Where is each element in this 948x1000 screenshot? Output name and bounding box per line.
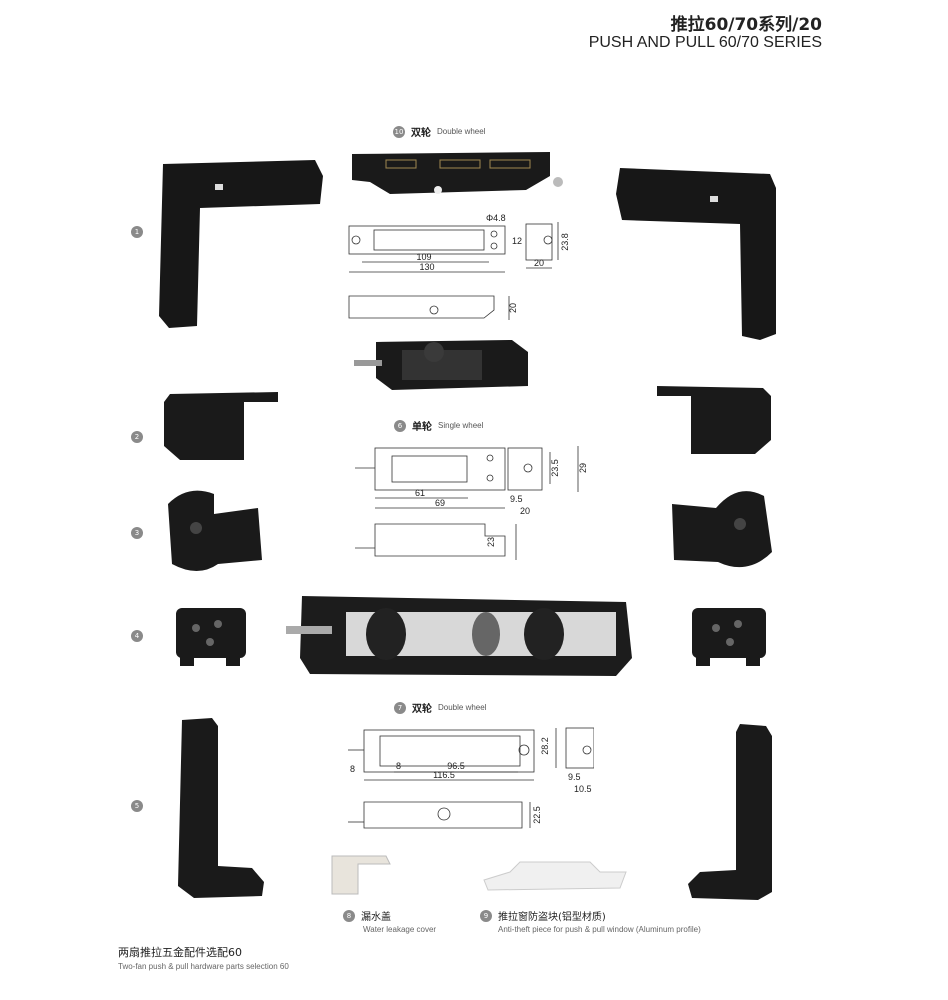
guide-block-left-image <box>168 490 262 571</box>
section-10-title-cn: 双轮 <box>411 128 431 139</box>
dim-7-8a: 8 <box>350 764 355 774</box>
anti-theft-piece-image <box>483 861 627 891</box>
section-6-label: 6 单轮 Single wheel <box>394 418 483 433</box>
dim-7-22-5: 22.5 <box>532 806 542 824</box>
section-7-number: 7 <box>394 701 406 714</box>
dim-7-28-2: 28.2 <box>540 737 550 755</box>
section-7-label: 7 双轮 Double wheel <box>394 700 486 715</box>
dim-10-130: 130 <box>419 262 434 272</box>
corner-bracket-left-image <box>159 160 323 328</box>
section-10-label: 10 双轮 Double wheel <box>393 124 485 139</box>
dim-10-12: 12 <box>512 236 522 246</box>
water-leakage-cover-image <box>331 855 391 895</box>
dim-7-10-5: 10.5 <box>574 784 592 794</box>
dim-7-8b: 8 <box>396 761 401 771</box>
section-6-title-cn: 单轮 <box>412 422 432 433</box>
dim-6-23: 23 <box>486 537 496 547</box>
page-title-cn: 推拉60/70系列/20 <box>670 15 822 35</box>
dim-6-61: 61 <box>415 488 425 498</box>
connector-block-right-image <box>692 608 766 666</box>
bottom-bracket-right-image <box>688 724 772 900</box>
part-number-5: 5 <box>131 800 143 812</box>
end-cap-left-image <box>164 392 278 460</box>
single-wheel-photo <box>354 340 528 390</box>
section-8-title-cn: 漏水盖 <box>361 912 391 923</box>
single-wheel-drawing: 61 69 23.5 29 9.5 20 23 <box>355 446 588 560</box>
dim-10-109: 109 <box>416 252 431 262</box>
part-number-2: 2 <box>131 431 143 443</box>
section-8-title-en: Water leakage cover <box>363 925 437 934</box>
dim-7-9-5: 9.5 <box>568 772 581 782</box>
dim-10-bottom-20: 20 <box>508 303 518 313</box>
section-6-number: 6 <box>394 419 406 432</box>
part-number-4: 4 <box>131 630 143 642</box>
dim-10-20: 20 <box>534 258 544 268</box>
dim-6-9-5: 9.5 <box>510 494 523 504</box>
section-7-title-cn: 双轮 <box>412 704 432 715</box>
part-number-1: 1 <box>131 226 143 238</box>
bottom-bracket-left-image <box>178 718 264 898</box>
section-9-title-en: Anti-theft piece for push & pull window … <box>498 925 701 934</box>
page-title-en: PUSH AND PULL 60/70 SERIES <box>588 34 822 51</box>
section-8-caption: 8 漏水盖 Water leakage cover <box>343 908 436 934</box>
dim-6-69: 69 <box>435 498 445 508</box>
double-wheel-7-drawing: 8 8 96.5 116.5 28.2 24 9.5 10.5 22.5 <box>348 727 594 829</box>
part-number-3: 3 <box>131 527 143 539</box>
section-7-title-en: Double wheel <box>438 703 487 712</box>
dim-10-phi: Φ4.8 <box>486 213 506 223</box>
dim-6-29: 29 <box>578 463 588 473</box>
dim-6-23-5: 23.5 <box>550 459 560 477</box>
dim-7-116-5: 116.5 <box>433 770 455 780</box>
corner-bracket-right-image <box>616 168 776 340</box>
dim-6-20: 20 <box>520 506 530 516</box>
section-10-title-en: Double wheel <box>437 127 486 136</box>
section-9-title-cn: 推拉窗防盗块(铝型材质) <box>498 912 606 923</box>
guide-block-right-image <box>672 491 772 568</box>
double-wheel-10-drawing: 109 130 Φ4.8 12 23.8 20 20 <box>348 213 570 320</box>
section-8-number: 8 <box>343 909 355 922</box>
section-6-title-en: Single wheel <box>438 421 484 430</box>
section-10-number: 10 <box>393 125 405 138</box>
footer-title-cn: 两扇推拉五金配件选配60 <box>118 946 242 959</box>
connector-block-left-image <box>176 608 246 666</box>
double-wheel-7-photo <box>286 596 632 676</box>
double-wheel-10-photo <box>352 152 563 194</box>
dim-10-23-8: 23.8 <box>560 233 570 251</box>
section-9-caption: 9 推拉窗防盗块(铝型材质) Anti-theft piece for push … <box>480 908 701 934</box>
end-cap-right-image <box>657 386 771 454</box>
footer-title-en: Two-fan push & pull hardware parts selec… <box>118 962 289 971</box>
dim-7-96-5: 96.5 <box>447 761 465 771</box>
section-9-number: 9 <box>480 909 492 922</box>
